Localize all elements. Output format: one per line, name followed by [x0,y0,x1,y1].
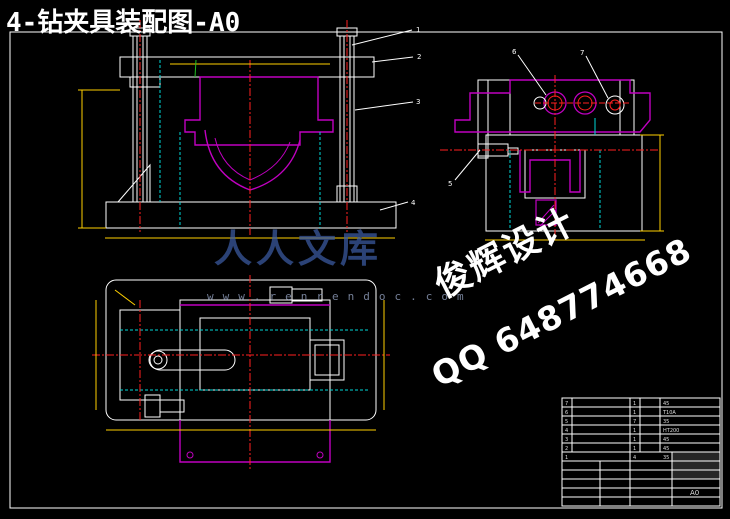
tb-mat-7: 45 [663,401,669,407]
tb-sheet-size: A0 [690,489,699,497]
tb-qty-3: 1 [633,437,636,443]
tb-mat-1: 35 [663,455,669,461]
tb-qty-4: 1 [633,428,636,434]
tb-qty-5: 7 [633,419,636,425]
watermark-site: www.renrendoc.com [207,290,473,303]
front-view [78,20,414,239]
callout-7: 7 [580,49,584,57]
title-block: 7 1 45 6 1 T10A 5 7 35 4 1 HT200 3 1 45 … [561,397,721,507]
tb-mat-6: T10A [662,410,676,416]
tb-qty-7: 1 [633,401,636,407]
tb-mat-5: 35 [663,419,669,425]
tb-mat-2: 45 [663,446,669,452]
tb-no-3: 3 [565,437,568,443]
tb-no-7: 7 [565,401,568,407]
tb-no-5: 5 [565,419,568,425]
top-view [92,275,390,470]
callout-6: 6 [512,48,517,56]
tb-qty-6: 1 [633,410,636,416]
side-view [440,54,664,241]
callout-1: 1 [416,26,420,34]
callout-2: 2 [417,53,421,61]
callout-4: 4 [411,199,416,207]
tb-qty-2: 1 [633,446,636,452]
callout-5: 5 [448,180,452,188]
tb-no-4: 4 [565,428,568,434]
tb-no-1: 1 [565,455,568,461]
tb-no-6: 6 [565,410,568,416]
tb-no-2: 2 [565,446,568,452]
callout-3: 3 [416,98,420,106]
tb-mat-3: 45 [663,437,669,443]
tb-qty-1: 4 [633,455,636,461]
watermark-brand: 人人文库 [214,227,383,271]
tb-mat-4: HT200 [663,428,679,434]
sheet-border [9,31,723,509]
drawing-title: 4-钻夹具装配图-A0 [6,8,241,38]
